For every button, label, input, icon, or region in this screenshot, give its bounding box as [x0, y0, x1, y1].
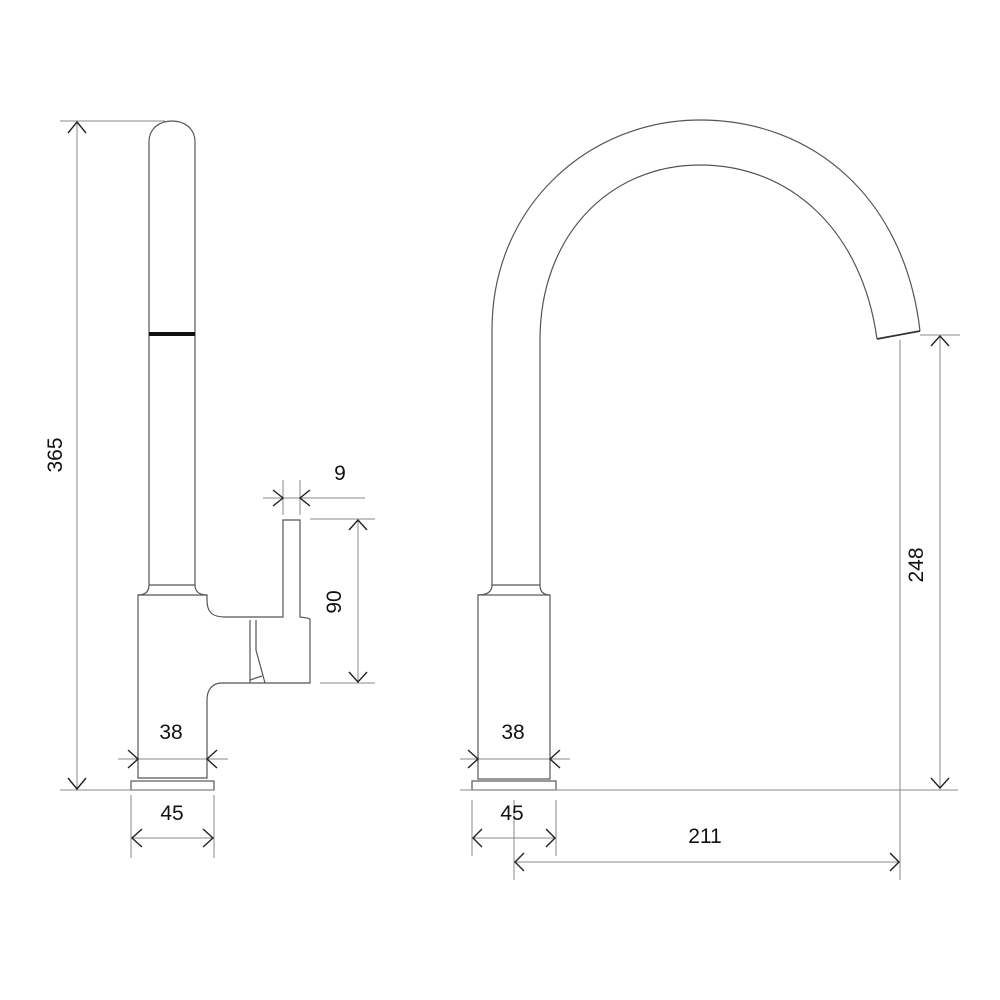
spout-outlet	[876, 330, 921, 340]
side-view-faucet	[130, 120, 311, 791]
dim-handle-height: 90	[323, 590, 346, 613]
side-spout-flare	[137, 584, 208, 596]
dim-side-base-diameter: 45	[160, 802, 183, 825]
side-view-dimensions	[60, 120, 375, 858]
side-body	[137, 519, 311, 779]
dim-front-body-diameter: 38	[501, 721, 524, 744]
front-view-dimensions	[460, 334, 960, 880]
dim-side-body-diameter: 38	[159, 721, 182, 744]
dim-front-base-diameter: 45	[500, 802, 523, 825]
front-base-plate	[471, 780, 557, 791]
spout-outer-curve	[491, 119, 921, 585]
dim-spout-height: 248	[905, 547, 928, 582]
dim-spout-reach: 211	[688, 825, 721, 848]
spout-inner-curve	[539, 164, 878, 585]
front-spout-flare	[477, 584, 551, 596]
side-handle-joint	[249, 620, 266, 684]
front-body	[477, 594, 551, 780]
dim-handle-thickness: 9	[334, 462, 346, 485]
side-base-plate	[130, 780, 215, 791]
front-view-faucet	[471, 119, 921, 791]
dim-total-height: 365	[44, 437, 67, 472]
side-spout-tube	[148, 120, 196, 585]
